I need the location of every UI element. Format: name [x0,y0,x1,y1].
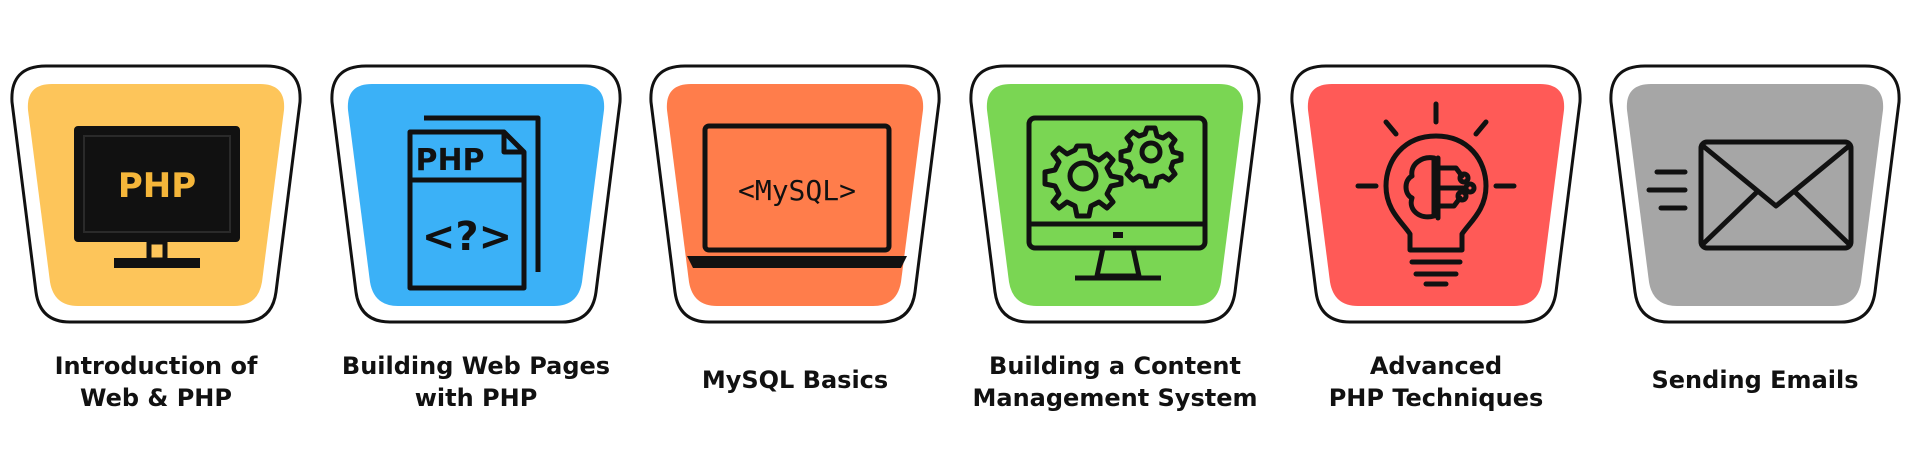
icon-code-text: <?> [422,214,512,260]
module-title: Introduction of Web & PHP [0,350,316,414]
mysql-laptop-icon: <MySQL> [687,123,907,268]
badge-shape [969,64,1261,324]
module-title-line2: Management System [972,384,1258,412]
module-title-line1: Building a Content [989,352,1241,380]
module-badge: <MySQL> [645,60,945,330]
module-title-line1: Sending Emails [1651,366,1859,394]
module-title: MySQL Basics [635,350,955,396]
module-title-line1: Introduction of [54,352,258,380]
module-title: Advanced PHP Techniques [1276,350,1596,414]
module-badge: PHP <?> [326,60,626,330]
icon-php-text: PHP [415,143,484,178]
badge-shape: PHP <?> [330,64,622,324]
brain-lightbulb-icon [1355,101,1517,287]
module-title-line1: Building Web Pages [341,352,611,380]
icon-mysql-text: <MySQL> [738,174,856,207]
module-badge: PHP [6,60,306,330]
module-introduction: PHP Introduction of Web & PHP [6,60,306,430]
badge-shape: <MySQL> [649,64,941,324]
module-badge [965,60,1265,330]
gears-monitor-icon [1026,115,1208,281]
gear-icon [1118,125,1184,189]
badge-shape: PHP [10,64,302,324]
module-title: Building a Content Management System [955,350,1275,414]
module-title: Sending Emails [1595,350,1915,396]
badge-shape [1290,64,1582,324]
module-mysql-basics: <MySQL> MySQL Basics [645,60,945,430]
php-monitor-icon: PHP [74,126,240,268]
module-title-line2: Web & PHP [80,384,232,412]
module-badge [1286,60,1586,330]
module-title-line2: with PHP [414,384,538,412]
module-building-web-pages: PHP <?> Building Web Pages with PHP [326,60,626,430]
module-sending-emails: Sending Emails [1605,60,1905,430]
icon-php-text: PHP [118,166,196,206]
envelope-icon [1646,139,1854,251]
module-badge [1605,60,1905,330]
module-title-line1: Advanced [1369,352,1503,380]
module-title: Building Web Pages with PHP [316,350,636,414]
gear-icon [1042,143,1124,219]
module-title-line2: PHP Techniques [1328,384,1544,412]
php-file-icon: PHP <?> [407,115,541,291]
module-title-line1: MySQL Basics [701,366,889,394]
module-advanced-php: Advanced PHP Techniques [1286,60,1586,430]
module-content-management-system: Building a Content Management System [965,60,1265,430]
badge-shape [1609,64,1901,324]
